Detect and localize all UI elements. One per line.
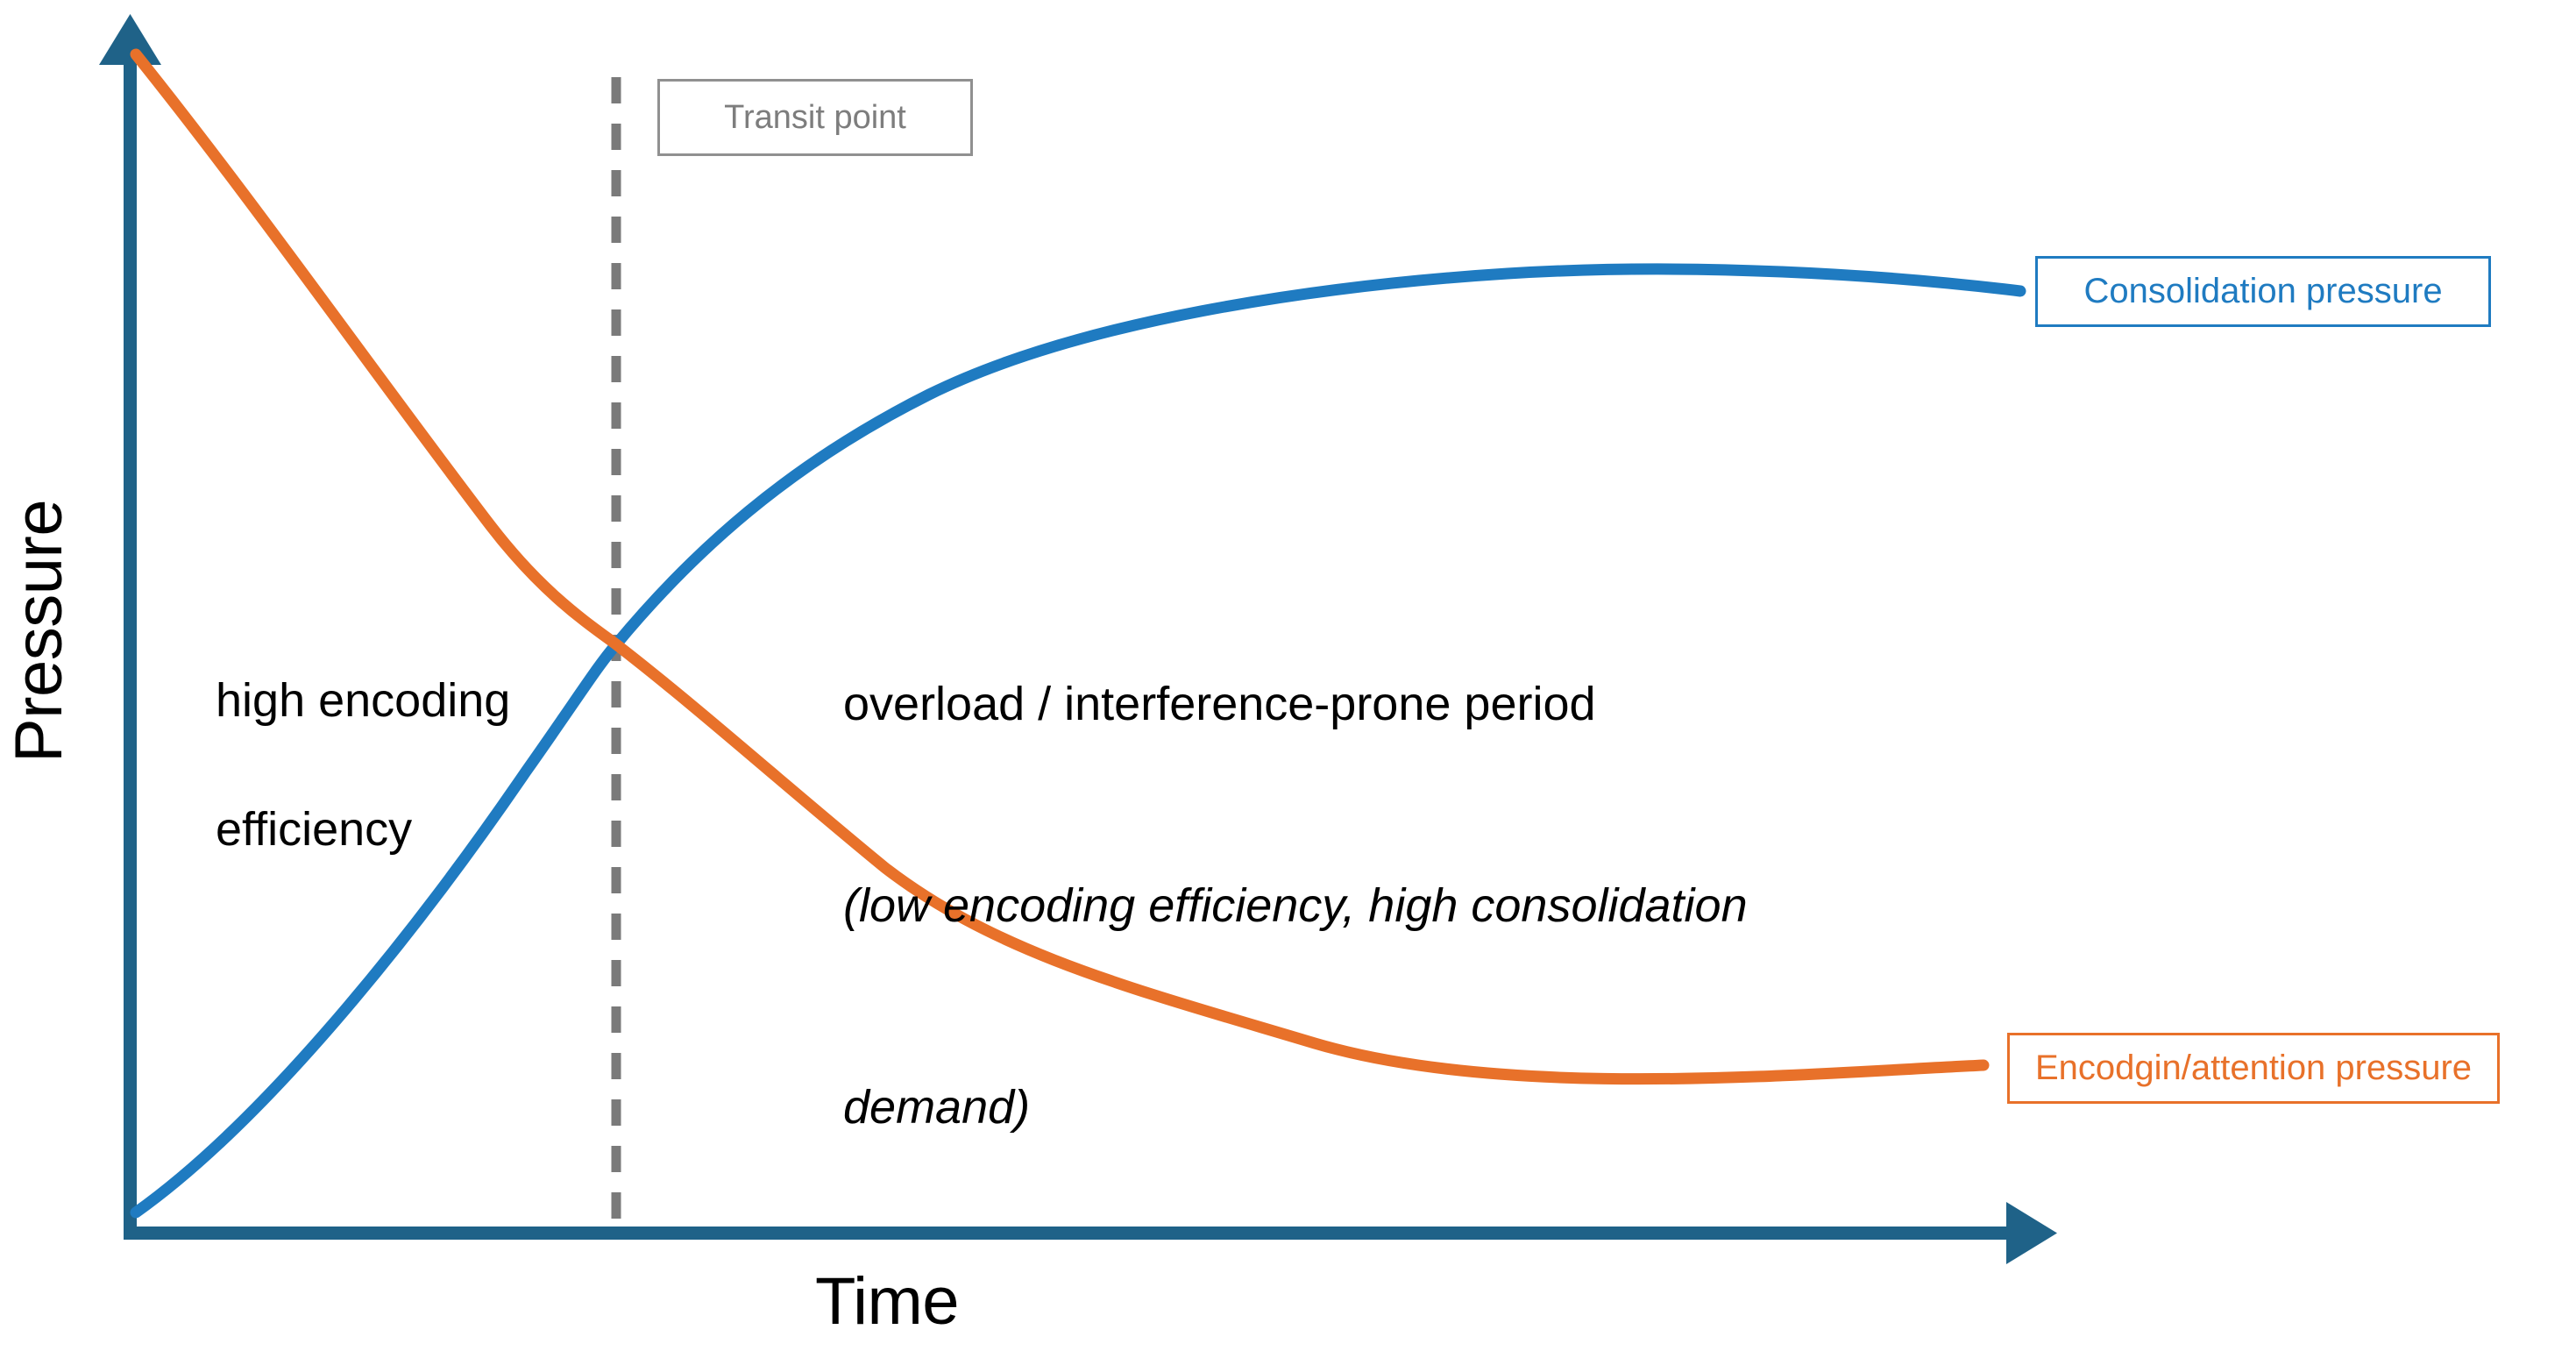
- annotation-high-encoding-line-1: high encoding: [216, 674, 511, 728]
- annotation-high-encoding-efficiency: high encoding efficiency: [163, 605, 510, 927]
- legend-encoding-pressure-label: Encodgin/attention pressure: [2034, 1049, 2473, 1087]
- legend-encoding-pressure[interactable]: Encodgin/attention pressure: [2007, 1033, 2500, 1104]
- encoding-pressure-curve: [130, 48, 1990, 1085]
- legend-consolidation-pressure[interactable]: Consolidation pressure: [2035, 256, 2491, 327]
- y-axis-arrowhead: [99, 14, 161, 65]
- annotation-overload-line-1: overload / interference-prone period: [843, 678, 1596, 731]
- legend-consolidation-pressure-label: Consolidation pressure: [2083, 272, 2443, 310]
- y-axis-line: [124, 51, 137, 1240]
- transit-point-callout[interactable]: Transit point: [657, 79, 973, 156]
- annotation-overload-line-3: demand): [843, 1081, 1031, 1134]
- annotation-overload-period: overload / interference-prone period (lo…: [843, 537, 1930, 1276]
- axis-group: [99, 14, 2057, 1264]
- x-axis-line: [124, 1227, 2015, 1240]
- x-axis-arrowhead: [2006, 1202, 2057, 1264]
- annotation-high-encoding-line-2: efficiency: [216, 803, 413, 857]
- y-axis-title: Pressure: [2, 499, 76, 763]
- annotation-overload-line-2: (low encoding efficiency, high consolida…: [843, 879, 1748, 933]
- transit-point-label: Transit point: [724, 98, 906, 136]
- consolidation-pressure-curve: [130, 263, 2026, 1219]
- x-axis-title: Time: [815, 1264, 960, 1339]
